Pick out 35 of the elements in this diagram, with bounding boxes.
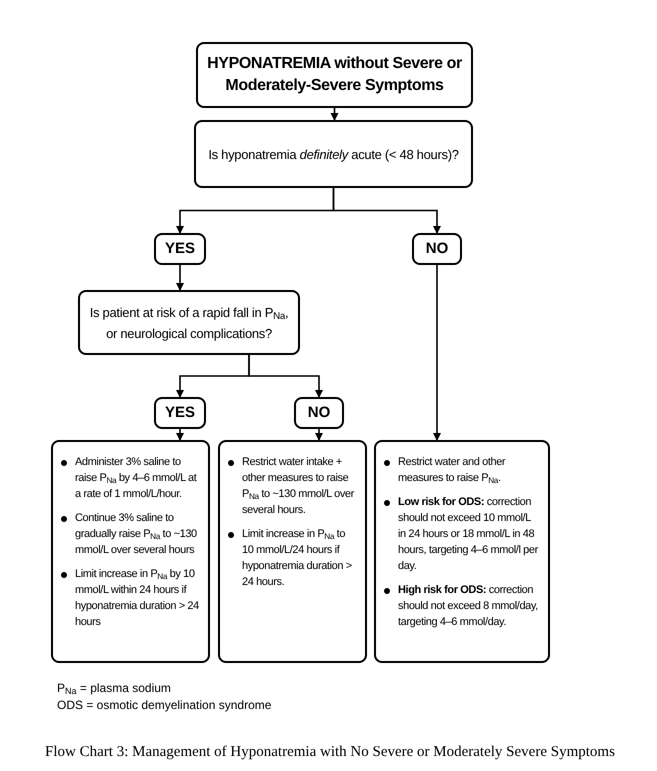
- footnote: ODS = osmotic demyelination syndrome: [57, 697, 272, 714]
- answer-box: [294, 397, 344, 429]
- answer-box: [154, 233, 206, 265]
- box-text: Is patient at risk of a rapid fall in P$_{Na}$, or neurological complications?: [88, 304, 290, 343]
- bullet-text: Restrict water intake + other measures to raise P$_{Na}$ to ~130 mmol/L over several hours.: [242, 455, 356, 518]
- decision-box: [194, 120, 473, 188]
- answer-box: [412, 233, 462, 265]
- bullet-text: Low risk for ODS: correction should not exceed 10 mmol/L in 24 hours or 18 mmol/L in 48 hours, targeting 4–6 mmol/l per day.: [398, 495, 540, 574]
- box-text: Is hyponatremia definitely acute (< 48 hours)?: [208, 146, 459, 164]
- answer-label: YES: [164, 238, 195, 259]
- answer-label: YES: [164, 402, 195, 423]
- bullet-text: Administer 3% saline to raise P$_{Na}$ by 4–6 mmol/L at a rate of 1 mmol/L/hour.: [75, 455, 198, 502]
- answer-label: NO: [426, 238, 448, 259]
- arrow: [330, 108, 338, 121]
- bullet-text: Restrict water and other measures to raise P$_{Na}$.: [398, 455, 506, 486]
- decision-box: [78, 290, 300, 355]
- action-box: [51, 440, 210, 663]
- bullet-text: Limit increase in P$_{Na}$ by 10 mmol/L within 24 hours if hyponatremia duration > 24 hours: [75, 567, 200, 630]
- arrow: [176, 265, 184, 291]
- bullet-text: High risk for ODS: correction should not exceed 8 mmol/day, targeting 4–6 mmol/day.: [398, 583, 539, 630]
- arrow: [315, 429, 323, 441]
- answer-label: NO: [308, 402, 330, 423]
- arrow: [332, 188, 441, 234]
- answer-box: [154, 397, 206, 429]
- action-box: [374, 440, 550, 663]
- title-box: [196, 42, 473, 108]
- footnote: P$_{Na}$ = plasma sodium: [57, 680, 172, 697]
- box-text: HYPONATREMIA without Severe or Moderately-Severe Symptoms: [206, 54, 463, 96]
- arrow: [176, 429, 184, 441]
- action-box: [218, 440, 367, 663]
- bullet-text: Limit increase in P$_{Na}$ to 10 mmol/L/24 hours if hyponatremia duration > 24 hours.: [242, 527, 353, 590]
- caption: Flow Chart 3: Management of Hyponatremia with No Severe or Moderately Severe Symptoms: [44, 743, 616, 762]
- arrow: [433, 265, 441, 441]
- bullet-text: Continue 3% saline to gradually raise P$_{Na}$ to ~130 mmol/L over several hours: [75, 511, 198, 558]
- arrow: [248, 355, 323, 398]
